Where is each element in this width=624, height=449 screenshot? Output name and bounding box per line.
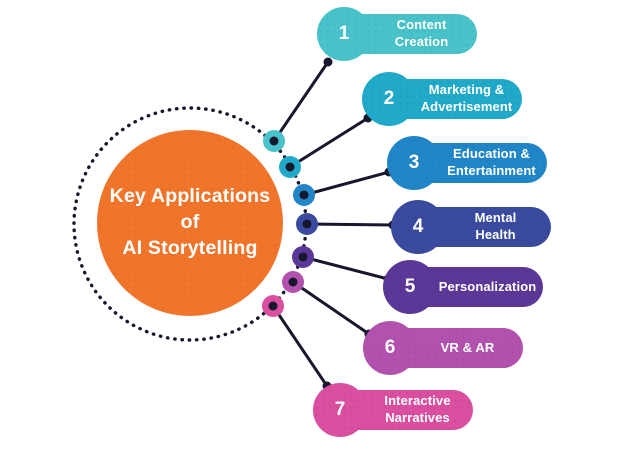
- item-number: 1: [338, 23, 350, 44]
- donut-hole-1: [269, 136, 279, 146]
- item-label: VR & AR: [440, 339, 495, 355]
- orbit-donuts: [262, 130, 318, 317]
- connector-line-6: [291, 280, 371, 336]
- connector-line-1: [272, 60, 330, 143]
- pill-number-circle: 7: [313, 383, 367, 437]
- item-number: 5: [404, 276, 416, 297]
- connector-line-7: [271, 304, 329, 388]
- diagram-title: Key Applications of AI Storytelling: [109, 185, 271, 259]
- item-number: 3: [408, 152, 420, 173]
- item-number: 4: [412, 216, 424, 237]
- central-topic-circle: Key Applications of AI Storytelling: [97, 130, 283, 316]
- connector-lines: [271, 60, 395, 388]
- donut-hole-7: [268, 301, 278, 311]
- item-label: Interactive Narratives: [384, 393, 451, 425]
- item-label: Mental Health: [474, 210, 517, 242]
- pill-number-circle: 4: [391, 200, 445, 254]
- donut-hole-4: [302, 219, 312, 229]
- item-label: Education & Entertainment: [447, 146, 536, 178]
- item-label: Marketing & Advertisement: [420, 82, 513, 114]
- connector-line-3: [302, 170, 391, 197]
- pill-number-circle: 5: [383, 260, 437, 314]
- donut-hole-5: [298, 252, 308, 262]
- item-label: Personalization: [438, 278, 537, 294]
- connector-line-4: [305, 222, 395, 227]
- pill-number-circle: 6: [363, 321, 417, 375]
- pill-number-circle: 1: [317, 7, 371, 61]
- item-pill-interactive-narratives: 7 Interactive Narratives: [313, 383, 473, 437]
- item-pill-mental-health: 4 Mental Health: [391, 200, 551, 254]
- item-number: 6: [384, 337, 396, 358]
- item-pill-marketing-advertisement: 2 Marketing & Advertisement: [362, 72, 522, 126]
- connector-line-2: [288, 116, 370, 169]
- pill-number-circle: 3: [387, 136, 441, 190]
- item-pill-content-creation: 1 Content Creation: [317, 7, 477, 61]
- item-number: 2: [383, 88, 395, 109]
- connector-line-5: [301, 255, 390, 281]
- donut-hole-6: [288, 277, 298, 287]
- item-pill-personalization: 5 Personalization: [383, 260, 543, 314]
- item-label: Content Creation: [394, 17, 449, 49]
- donut-hole-2: [285, 162, 295, 172]
- item-pill-education-entertainment: 3 Education & Entertainment: [387, 136, 547, 190]
- pill-number-circle: 2: [362, 72, 416, 126]
- item-number: 7: [334, 399, 346, 420]
- attach-dot-1: [323, 57, 333, 67]
- donut-hole-3: [299, 190, 309, 200]
- item-pill-vr-ar: 6 VR & AR: [363, 321, 523, 375]
